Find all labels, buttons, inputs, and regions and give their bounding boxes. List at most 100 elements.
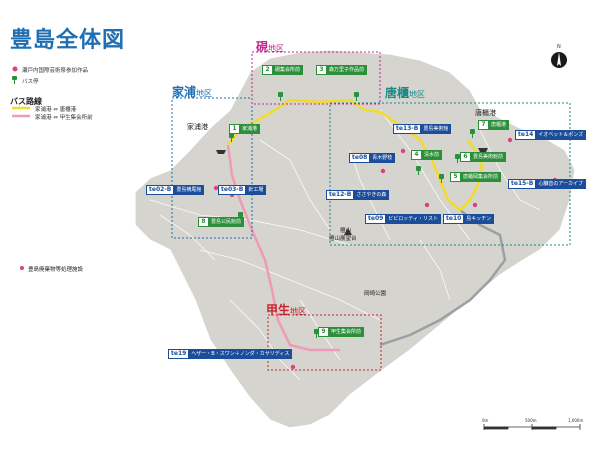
bus-stop-1-label: 家浦港 <box>242 126 258 132</box>
artwork-te10-code: te10 <box>444 215 464 223</box>
artwork-te12-b-code: te12-B <box>327 191 354 199</box>
artwork-te15-b-label: 心臓音のアーカイブ <box>538 181 584 187</box>
legend-bus-icon <box>12 76 17 84</box>
bus-stop-6-number: 6 <box>461 153 470 161</box>
artwork-te15-b[interactable]: te15-B 心臓音のアーカイブ <box>508 179 587 189</box>
region-ieura-suffix: 地区 <box>196 89 213 98</box>
place-okazaki-park: 岡崎公園 <box>364 291 387 297</box>
region-box-karato <box>329 102 571 246</box>
bus-stop-5-number: 5 <box>451 173 460 181</box>
artwork-te12-b[interactable]: te12-B ささやきの森 <box>326 190 390 200</box>
artwork-te10-label: 島キッチン <box>466 216 492 222</box>
legend-route2-arrow: ⇔ <box>53 115 58 121</box>
artwork-te19[interactable]: te19 ヘザー・B・スワン＋ノンダ・カサリディス <box>168 349 293 359</box>
bus-stop-6-label: 豊島美術館前 <box>473 154 504 160</box>
artwork-te10[interactable]: te10 島キッチン <box>443 214 495 224</box>
bus-stop-2-number: 2 <box>263 66 272 74</box>
artwork-te03-b[interactable]: te03-B 針工場 <box>218 185 267 195</box>
artwork-te14-code: te14 <box>516 131 536 139</box>
bus-stop-5[interactable]: 5 唐櫃岡集会所前 <box>450 172 502 182</box>
bus-stop-4-label: 清水前 <box>424 152 440 158</box>
north-compass <box>551 52 567 68</box>
bus-stop-2[interactable]: 2 硯集会所前 <box>262 65 304 75</box>
region-karato-name: 唐櫃 <box>385 86 410 100</box>
bus-stop-6[interactable]: 6 豊島美術館前 <box>460 152 507 162</box>
artwork-te14-label: イオベット＆ポンズ <box>538 132 584 138</box>
artwork-te08[interactable]: te08 青木野枝 <box>349 153 396 163</box>
legend-art-dot <box>12 66 18 72</box>
bus-stop-8[interactable]: 8 豊島公民館前 <box>198 217 245 227</box>
region-box-suzuri <box>251 51 381 105</box>
scale-bar <box>483 424 581 430</box>
scale-label-500: 500m <box>525 418 537 423</box>
legend-route1-to: 唐櫃港 <box>59 107 77 113</box>
artwork-te02-b[interactable]: te02-B 豊島横尾館 <box>146 185 205 195</box>
bus-stop-9-label: 甲生集会所前 <box>331 329 362 335</box>
region-ieura-name: 家浦 <box>172 85 197 99</box>
scale-label-0: 0m <box>482 418 489 423</box>
bus-stop-3-label: 森万里子作品前 <box>329 67 365 73</box>
region-karato-suffix: 地区 <box>409 90 426 99</box>
port-ieura: 家浦港 <box>187 123 208 131</box>
legend-route1-from: 家浦港 <box>35 107 52 113</box>
bus-stop-8-number: 8 <box>199 218 208 226</box>
legend-route-heading: バス路線 <box>10 97 42 106</box>
artwork-te09-code: te09 <box>366 215 386 223</box>
region-kou-suffix: 地区 <box>290 307 307 316</box>
artwork-te12-b-label: ささやきの森 <box>356 192 387 198</box>
north-label: N <box>557 44 561 50</box>
bus-stop-8-label: 豊島公民館前 <box>211 219 242 225</box>
artwork-te02-b-code: te02-B <box>147 186 174 194</box>
place-danyama-park: 檀山展望台 <box>329 236 357 242</box>
ferry-icons <box>216 148 488 154</box>
artwork-te14[interactable]: te14 イオベット＆ポンズ <box>515 130 587 140</box>
legend-route1: 家浦港 ⇔ 唐櫃港 <box>35 105 76 113</box>
artwork-te08-label: 青木野枝 <box>372 155 393 161</box>
region-box-kou <box>267 314 382 371</box>
artwork-te02-b-label: 豊島横尾館 <box>176 187 202 193</box>
bus-stop-1[interactable]: 1 家浦港 <box>229 124 261 134</box>
island-landmass <box>134 49 576 429</box>
region-box-ieura <box>171 97 253 239</box>
bus-stop-4[interactable]: 4 清水前 <box>411 150 443 160</box>
artwork-te13-b[interactable]: te13-B 豊島美術館 <box>393 124 452 134</box>
artwork-te13-b-code: te13-B <box>394 125 421 133</box>
page-title: 豊島全体図 <box>10 28 126 53</box>
region-suzuri-suffix: 地区 <box>268 44 285 53</box>
artwork-te19-code: te19 <box>169 350 189 358</box>
port-karato: 唐櫃港 <box>475 109 496 117</box>
legend-bus-stop-label: バス停 <box>22 79 39 85</box>
bus-stop-7[interactable]: 7 唐櫃港 <box>478 120 510 130</box>
region-suzuri-name: 硯 <box>256 40 269 54</box>
legend-route2-from: 家浦港 <box>35 115 52 121</box>
region-title-ieura: 家浦地区 <box>172 83 212 100</box>
region-title-kou: 甲生地区 <box>266 301 306 318</box>
legend-route2: 家浦港 ⇔ 甲生集会所前 <box>35 113 93 121</box>
legend-route2-to: 甲生集会所前 <box>59 115 93 121</box>
artwork-te15-b-code: te15-B <box>509 180 536 188</box>
bus-stop-5-label: 唐櫃岡集会所前 <box>463 174 499 180</box>
place-waste-site: 豊島廃棄物等処理施設 <box>28 267 84 273</box>
bus-stop-9-number: 9 <box>319 328 328 336</box>
artwork-te03-b-code: te03-B <box>219 186 246 194</box>
place-danyama: 檀山 <box>340 228 352 234</box>
artwork-te13-b-label: 豊島美術館 <box>423 126 449 132</box>
artwork-te19-label: ヘザー・B・スワン＋ノンダ・カサリディス <box>191 351 290 357</box>
bus-stop-4-number: 4 <box>412 151 421 159</box>
bus-stop-9[interactable]: 9 甲生集会所前 <box>318 327 365 337</box>
bus-stop-2-label: 硯集会所前 <box>275 67 301 73</box>
artwork-te08-code: te08 <box>350 154 370 162</box>
scale-label-1000: 1,000m <box>568 418 584 423</box>
artwork-te09[interactable]: te09 ピピロッティ・リスト <box>365 214 441 224</box>
bus-stop-3[interactable]: 3 森万里子作品前 <box>316 65 368 75</box>
legend-art-label: 瀬戸内国際芸術祭参加作品 <box>22 68 89 74</box>
bus-stop-3-number: 3 <box>317 66 326 74</box>
main-road <box>379 209 507 347</box>
region-kou-name: 甲生 <box>266 303 291 317</box>
bus-stop-7-number: 7 <box>479 121 488 129</box>
bus-stop-1-number: 1 <box>230 125 239 133</box>
legend-route1-arrow: ⇔ <box>53 107 58 113</box>
mountain-marker <box>344 228 352 235</box>
legend: 瀬戸内国際芸術祭参加作品 バス停 バス路線 家浦港 ⇔ 唐櫃港 家浦港 ⇔ 甲生… <box>10 60 180 140</box>
region-title-suzuri: 硯地区 <box>256 38 284 55</box>
